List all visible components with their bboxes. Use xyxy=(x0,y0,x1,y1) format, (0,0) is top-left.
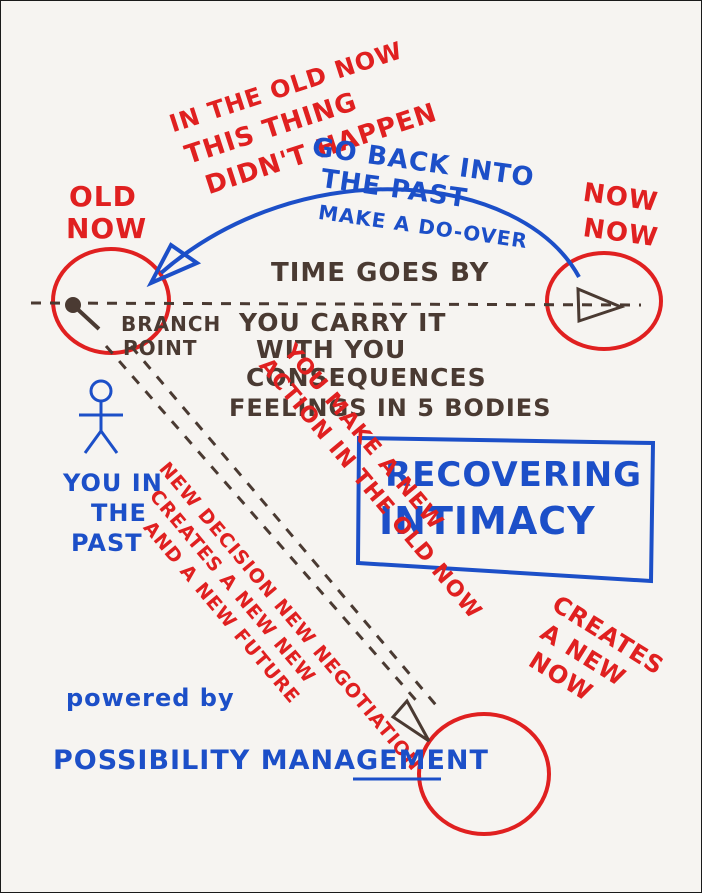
powered-by-label: powered by xyxy=(66,684,235,712)
now-now-circle xyxy=(545,251,663,351)
carry-it-line-4: FEELINGS IN 5 BODIES xyxy=(229,394,551,422)
carry-it-line-2: WITH YOU xyxy=(256,335,406,364)
branch-point-line-2: POINT xyxy=(123,336,197,360)
branch-point-tail xyxy=(71,303,101,331)
new-decision-line-2: CREATES A NEW NEW xyxy=(145,485,320,687)
you-in-past-line-2: THE xyxy=(91,499,147,527)
new-now-circle xyxy=(417,712,551,836)
title-line-1: RECOVERING xyxy=(385,455,642,495)
brand-label: POSSIBILITY MANAGEMENT xyxy=(53,745,489,776)
carry-it-line-1: YOU CARRY IT xyxy=(238,308,446,337)
branch-arrowhead-icon xyxy=(390,698,431,743)
now-now-label-2: NOW xyxy=(581,213,660,253)
stick-figure-icon xyxy=(79,379,123,454)
old-now-label-1: OLD xyxy=(69,180,137,213)
you-in-past-line-3: PAST xyxy=(71,529,143,557)
you-in-past-line-1: YOU IN xyxy=(62,469,163,497)
old-now-label-2: NOW xyxy=(66,212,147,245)
carry-it-line-3: CONSEQUENCES xyxy=(246,363,487,392)
now-now-label-1: NOW xyxy=(581,178,660,218)
go-back-arrowhead-icon xyxy=(146,242,202,288)
title-box xyxy=(355,435,656,584)
go-back-note: GO BACK INTO THE PAST MAKE A DO-OVER xyxy=(310,133,536,254)
branch-point-line-1: BRANCH xyxy=(121,312,221,336)
timeline-dashed-line xyxy=(30,301,642,307)
go-back-arc xyxy=(159,187,581,278)
title-line-2: INTIMACY xyxy=(379,499,596,543)
time-goes-by-label: TIME GOES BY xyxy=(271,258,489,288)
creates-new-now-note: CREATES A NEW NOW xyxy=(524,590,669,707)
timeline-arrowhead-icon xyxy=(576,286,626,324)
